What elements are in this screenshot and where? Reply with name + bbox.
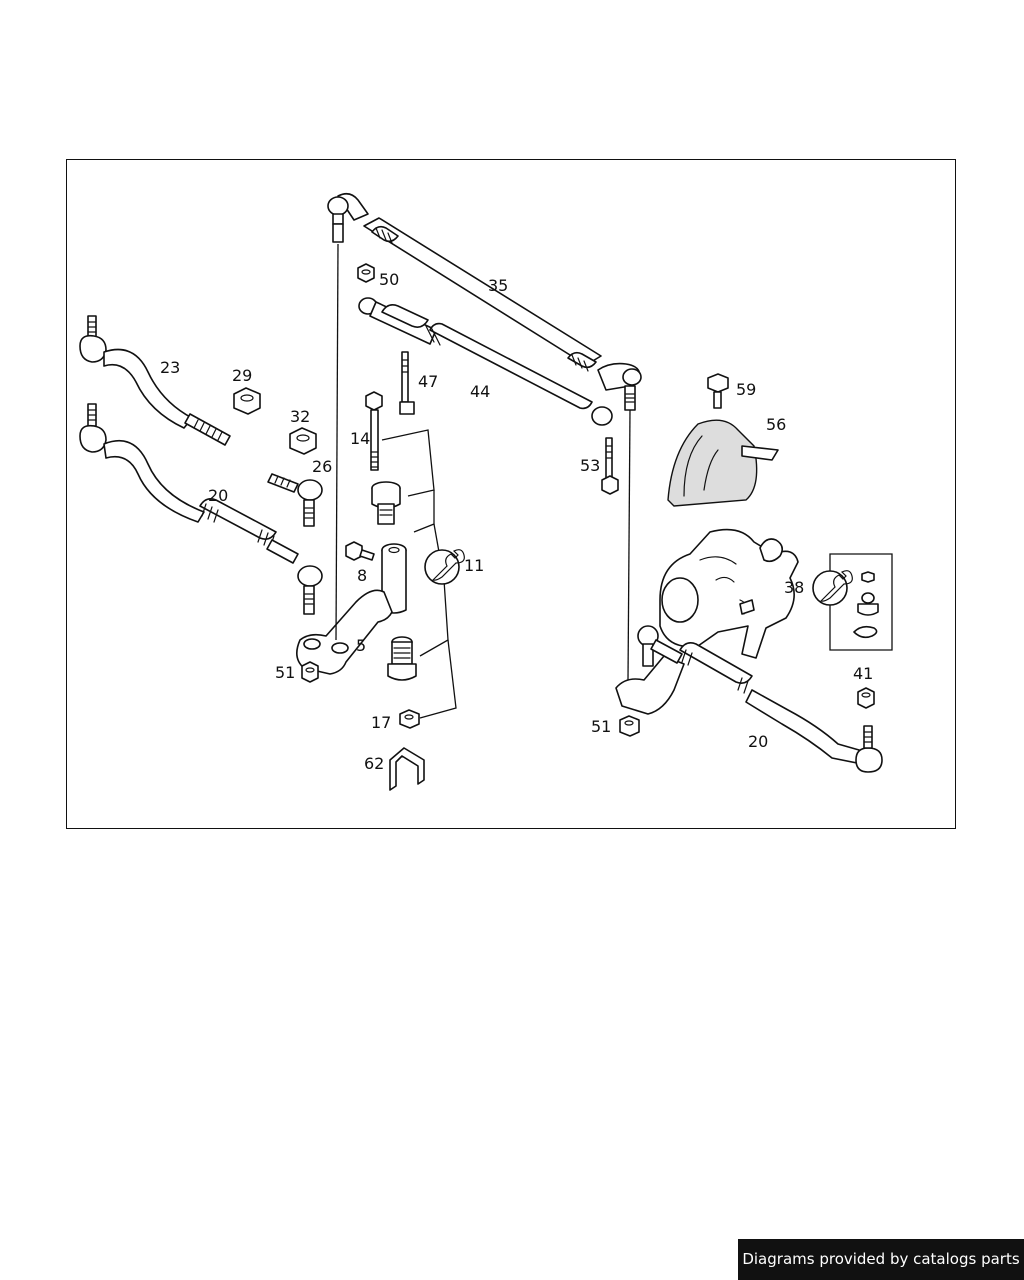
callout-17: 17 — [371, 713, 391, 732]
callout-32: 32 — [290, 407, 310, 426]
part-62-bracket — [389, 747, 425, 791]
callout-35: 35 — [488, 276, 508, 295]
callout-59: 59 — [736, 380, 756, 399]
callout-62: 62 — [364, 754, 384, 773]
wrench-icon-38 — [812, 570, 848, 606]
part-51-right-nut — [619, 715, 640, 737]
callout-38: 38 — [784, 578, 804, 597]
part-53-bolt — [601, 437, 619, 495]
part-51-left-nut — [301, 661, 319, 683]
steering-gear-assembly — [615, 528, 799, 715]
callout-8: 8 — [357, 566, 367, 585]
part-35-tie-rod — [327, 192, 642, 411]
part-47-bolt — [399, 351, 415, 415]
guide-line-right — [627, 409, 631, 681]
callout-51-right: 51 — [591, 717, 611, 736]
part-26-ball-joint — [267, 473, 323, 527]
callout-20-left: 20 — [208, 486, 228, 505]
callout-53: 53 — [580, 456, 600, 475]
part-44-steering-damper — [358, 297, 613, 426]
footer-credit-banner: Diagrams provided by catalogs parts — [738, 1239, 1024, 1280]
part-20-left-tie-rod — [79, 403, 323, 615]
callout-29: 29 — [232, 366, 252, 385]
part-23-tie-rod-end — [79, 315, 231, 446]
part-32-nut — [289, 427, 317, 455]
callout-50: 50 — [379, 270, 399, 289]
part-56-cover — [667, 419, 779, 507]
guide-line-left — [335, 243, 339, 641]
part-14-bolt — [365, 391, 383, 471]
callout-44: 44 — [470, 382, 490, 401]
part-29-nut — [233, 387, 261, 415]
part-41-nut — [857, 687, 875, 709]
callout-51-left: 51 — [275, 663, 295, 682]
part-20-right-tie-rod — [637, 625, 883, 773]
part-50-nut — [357, 263, 375, 283]
part-11-bushing-lower — [387, 636, 417, 681]
callout-41: 41 — [853, 664, 873, 683]
callout-23: 23 — [160, 358, 180, 377]
callout-11: 11 — [464, 556, 484, 575]
wrench-icon — [424, 549, 465, 585]
part-11-bushing-upper — [371, 481, 401, 525]
diagram-frame — [66, 159, 956, 829]
part-8-bolt — [345, 541, 375, 561]
part-17-nut — [399, 709, 420, 729]
part-5-idler-arm — [296, 589, 393, 675]
kit-38-box — [812, 553, 893, 651]
callout-20-right: 20 — [748, 732, 768, 751]
callout-56: 56 — [766, 415, 786, 434]
callout-labels: 50 35 23 29 47 44 59 32 14 56 26 53 20 1… — [160, 270, 873, 773]
part-59-bolt — [707, 373, 729, 409]
callout-47: 47 — [418, 372, 438, 391]
callout-5: 5 — [356, 636, 366, 655]
callout-26: 26 — [312, 457, 332, 476]
callout-14: 14 — [350, 429, 370, 448]
